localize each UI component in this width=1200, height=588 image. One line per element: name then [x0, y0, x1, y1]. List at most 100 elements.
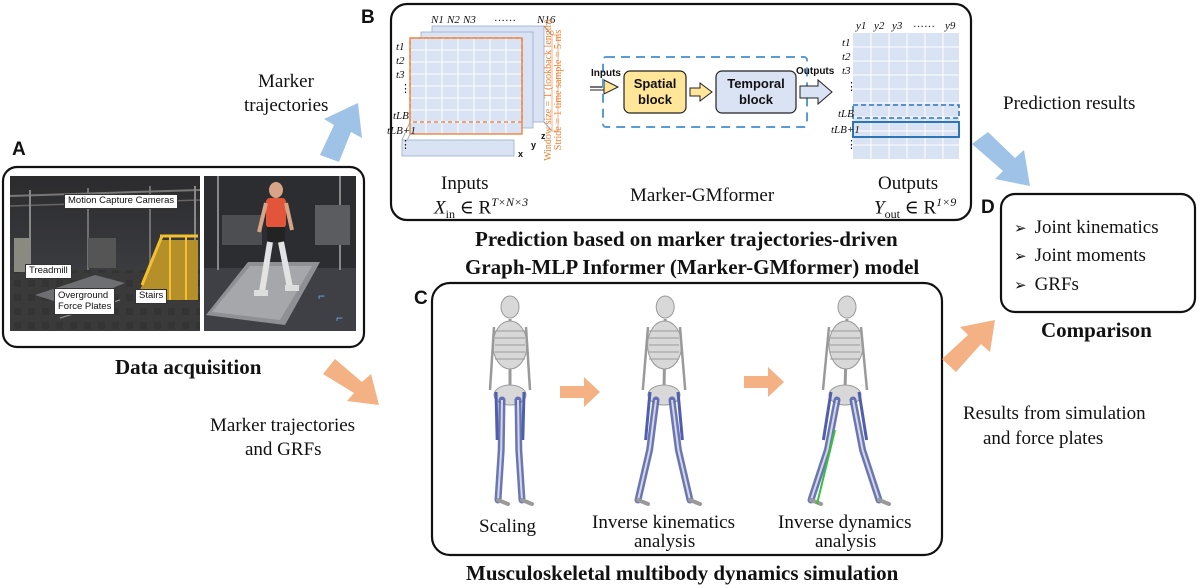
input-formula-in: ∈ R — [454, 197, 492, 219]
panel-b-caption-line1: Prediction based on marker trajectories-… — [475, 227, 898, 251]
output-formula-sup: 1×9 — [936, 195, 957, 209]
marker-trajectories-grfs-line2: and GRFs — [245, 439, 322, 460]
input-formula-symbol: X — [434, 197, 446, 219]
input-tensor-stack — [401, 25, 559, 157]
input-formula-sub: in — [445, 207, 455, 222]
temporal-block: Temporal block — [720, 76, 792, 109]
input-time-row-1: t1 — [396, 41, 405, 53]
step-label-scaling: Scaling — [479, 516, 536, 537]
output-formula: Yout ∈ R1×9 — [874, 196, 956, 220]
output-time-row-1: t1 — [842, 37, 851, 49]
output-tensor — [852, 33, 960, 159]
results-simulation-line1: Results from simulation — [963, 403, 1146, 424]
check-arrow-icon: ➢ — [1014, 219, 1027, 237]
marker-header-16: N16 — [537, 14, 556, 26]
inputs-label: Inputs — [441, 173, 489, 194]
flow-arrow-c-to-d — [942, 320, 995, 372]
output-formula-sub: out — [884, 207, 900, 222]
output-header-2: y2 — [874, 20, 885, 32]
spatial-block-line1: Spatial — [633, 76, 677, 91]
panel-a-letter: A — [12, 139, 26, 160]
outputs-label: Outputs — [878, 173, 939, 194]
axis-x-label: x — [518, 149, 524, 159]
output-header-1: y1 — [856, 20, 867, 32]
d-item-joint-moments: ➢ Joint moments — [1014, 245, 1146, 267]
step-label-id-line1: Inverse dynamics — [778, 512, 912, 533]
flow-arrow-a-to-c — [323, 359, 379, 405]
marker-header-1: N1 — [431, 14, 444, 26]
flow-arrow-a-to-b — [320, 103, 362, 162]
cameras-label: Motion Capture Cameras — [64, 194, 179, 209]
panel-d-letter: D — [981, 197, 995, 218]
panel-c-caption: Musculoskeletal multibody dynamics simul… — [466, 561, 899, 585]
temporal-block-shape — [715, 70, 797, 114]
d-item-grfs-text: GRFs — [1034, 274, 1079, 295]
output-header-9: y9 — [945, 20, 956, 32]
input-time-row-vdots-1: ⋮ — [400, 83, 411, 95]
marker-trajectories-grfs-line1: Marker trajectories — [210, 415, 356, 436]
panel-c-letter: C — [414, 288, 428, 309]
prediction-results-label: Prediction results — [1003, 93, 1136, 114]
spatial-block: Spatial block — [632, 76, 678, 109]
step-label-ik-line1: Inverse kinematics — [592, 512, 735, 533]
results-simulation-line2: and force plates — [983, 428, 1104, 449]
axis-z-label: z — [541, 131, 546, 141]
stride-note: Stride = 1 time sample = 5 ms — [553, 29, 564, 151]
d-item-joint-kinematics: ➢ Joint kinematics — [1014, 217, 1159, 239]
input-time-row-lb1: tLB+1 — [387, 125, 416, 137]
outputs-arrow — [799, 78, 833, 106]
output-time-row-vdots-2: ⋮ — [846, 139, 857, 151]
temporal-block-line2: block — [739, 92, 773, 108]
spatial-block-shape — [623, 70, 687, 114]
temporal-block-line1: Temporal — [727, 76, 785, 91]
stairs-label: Stairs — [135, 289, 168, 304]
output-header-ellipsis: …… — [913, 18, 935, 30]
output-formula-symbol: Y — [874, 197, 885, 219]
step-arrow-2 — [744, 367, 784, 397]
check-arrow-icon: ➢ — [1014, 276, 1027, 294]
force-plates-label: Overground Force Plates — [54, 288, 116, 315]
outputs-arrow-label: Outputs — [796, 66, 835, 77]
marker-header-3: N3 — [463, 14, 476, 26]
force-plates-label-line2: Force Plates — [58, 301, 112, 313]
output-time-row-lb1: tLB+1 — [831, 124, 860, 136]
svg-text:⌐: ⌐ — [336, 311, 343, 325]
spatial-block-line2: block — [638, 92, 672, 108]
marker-trajectories-line2: trajectories — [244, 95, 329, 116]
input-formula: Xin ∈ RT×N×3 — [434, 196, 528, 220]
d-item-joint-kinematics-text: Joint kinematics — [1034, 217, 1159, 238]
output-formula-in: ∈ R — [899, 197, 937, 219]
d-item-joint-moments-text: Joint moments — [1034, 245, 1146, 266]
step-label-id-line2: analysis — [815, 531, 877, 552]
marker-header-ellipsis: …… — [494, 12, 516, 24]
marker-trajectories-line1: Marker — [258, 71, 314, 92]
marker-header-2: N2 — [447, 14, 460, 26]
output-time-row-2: t2 — [842, 51, 851, 63]
input-time-row-vdots-2: ⋮ — [400, 139, 411, 151]
model-name-label: Marker-GMformer — [630, 185, 775, 206]
panel-b-caption-line2: Graph-MLP Informer (Marker-GMformer) mod… — [465, 255, 920, 279]
check-arrow-icon: ➢ — [1014, 247, 1027, 265]
model-container — [602, 56, 808, 128]
output-header-3: y3 — [892, 20, 903, 32]
inputs-arrow — [590, 79, 620, 95]
inputs-arrow-label: Inputs — [591, 68, 621, 79]
d-item-grfs: ➢ GRFs — [1014, 274, 1079, 296]
panel-d-caption: Comparison — [1041, 318, 1152, 342]
skeleton-figure — [488, 295, 534, 506]
output-time-row-vdots-1: ⋮ — [846, 81, 857, 93]
input-formula-sup: T×N×3 — [491, 195, 529, 209]
step-arrow-1 — [560, 377, 600, 407]
input-time-row-2: t2 — [396, 55, 405, 67]
output-time-row-3: t3 — [842, 65, 851, 77]
treadmill-label: Treadmill — [25, 264, 72, 279]
axis-y-label: y — [531, 140, 537, 150]
svg-text:⌐: ⌐ — [318, 289, 325, 303]
treadmill-photo: ⌐ ⌐ — [204, 176, 356, 331]
panel-d-box — [999, 192, 1197, 314]
skeleton-figure — [807, 295, 891, 506]
step-label-ik-line2: analysis — [634, 531, 696, 552]
output-time-row-lb: tLB — [838, 108, 854, 120]
skeleton-figure — [634, 295, 702, 506]
